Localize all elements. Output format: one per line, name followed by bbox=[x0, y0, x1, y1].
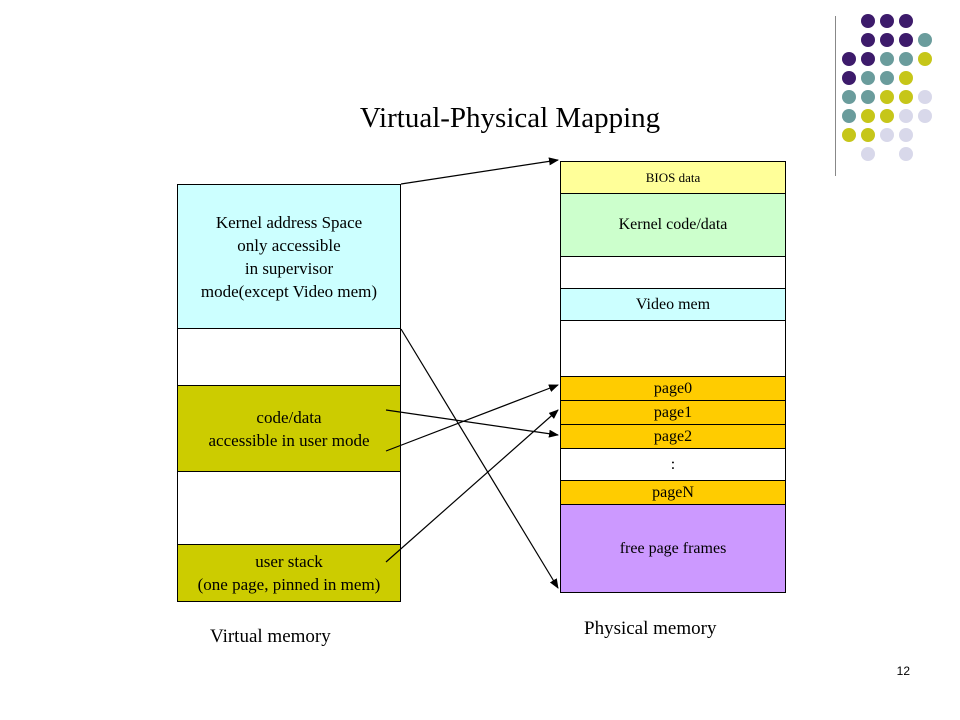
decorative-dot bbox=[880, 71, 894, 85]
decorative-dot bbox=[899, 71, 913, 85]
physical-gap-block-1 bbox=[560, 256, 786, 289]
page1-block: page1 bbox=[560, 400, 786, 425]
bios-data-block: BIOS data bbox=[560, 161, 786, 194]
decorative-dot bbox=[899, 128, 913, 142]
stack-line-1: user stack bbox=[255, 552, 323, 571]
decorative-dot bbox=[842, 71, 856, 85]
stack-line-2: (one page, pinned in mem) bbox=[197, 575, 381, 594]
decorative-dot bbox=[861, 71, 875, 85]
decorative-dot bbox=[880, 14, 894, 28]
decorative-dot bbox=[861, 90, 875, 104]
arrow-kernel-to-free-frames bbox=[400, 328, 559, 589]
user-code-data-block: code/data accessible in user mode bbox=[177, 385, 401, 472]
kernel-line-4: mode(except Video mem) bbox=[200, 281, 378, 301]
decorative-dot bbox=[899, 90, 913, 104]
arrow-code-to-page2 bbox=[385, 409, 559, 438]
decorative-dot bbox=[918, 52, 932, 66]
decorative-dot bbox=[918, 90, 932, 104]
decorative-dot bbox=[861, 109, 875, 123]
physical-memory-caption: Physical memory bbox=[584, 618, 717, 639]
decorative-divider-line bbox=[835, 16, 836, 176]
decorative-dot bbox=[880, 52, 894, 66]
decorative-dot bbox=[842, 109, 856, 123]
decorative-dot bbox=[918, 33, 932, 47]
arrow-stack-to-page1 bbox=[385, 409, 559, 563]
user-stack-block: user stack (one page, pinned in mem) bbox=[177, 544, 401, 602]
pageN-block: pageN bbox=[560, 480, 786, 505]
decorative-dot bbox=[861, 14, 875, 28]
slide-title: Virtual-Physical Mapping bbox=[359, 102, 661, 134]
decorative-dot bbox=[899, 33, 913, 47]
decorative-dot bbox=[880, 33, 894, 47]
kernel-address-space-block: Kernel address Space only accessible in … bbox=[177, 184, 401, 329]
decorative-dot bbox=[899, 14, 913, 28]
decorative-dot bbox=[842, 128, 856, 142]
virtual-gap-block-1 bbox=[177, 328, 401, 386]
decorative-dot bbox=[842, 90, 856, 104]
kernel-line-3: in supervisor bbox=[244, 258, 334, 278]
decorative-dot bbox=[899, 52, 913, 66]
free-page-frames-block: free page frames bbox=[560, 504, 786, 593]
decorative-dot bbox=[899, 109, 913, 123]
arrow-code-to-page0 bbox=[385, 384, 559, 452]
page-number: 12 bbox=[896, 664, 910, 678]
decorative-dot bbox=[880, 90, 894, 104]
decorative-dot bbox=[861, 147, 875, 161]
arrow-kernel-to-bios bbox=[400, 157, 559, 185]
decorative-dot bbox=[899, 147, 913, 161]
decorative-dot bbox=[918, 109, 932, 123]
page2-block: page2 bbox=[560, 424, 786, 449]
kernel-line-1: Kernel address Space bbox=[215, 212, 363, 232]
code-line-2: accessible in user mode bbox=[208, 430, 370, 450]
decorative-dot bbox=[861, 128, 875, 142]
kernel-line-2: only accessible bbox=[237, 235, 341, 255]
code-line-1: code/data bbox=[256, 407, 322, 427]
decorative-dot bbox=[861, 33, 875, 47]
decorative-dot bbox=[880, 109, 894, 123]
page0-block: page0 bbox=[560, 376, 786, 401]
decorative-dot bbox=[842, 52, 856, 66]
decorative-dot bbox=[861, 52, 875, 66]
virtual-memory-caption: Virtual memory bbox=[210, 626, 331, 647]
decorative-dot bbox=[880, 128, 894, 142]
